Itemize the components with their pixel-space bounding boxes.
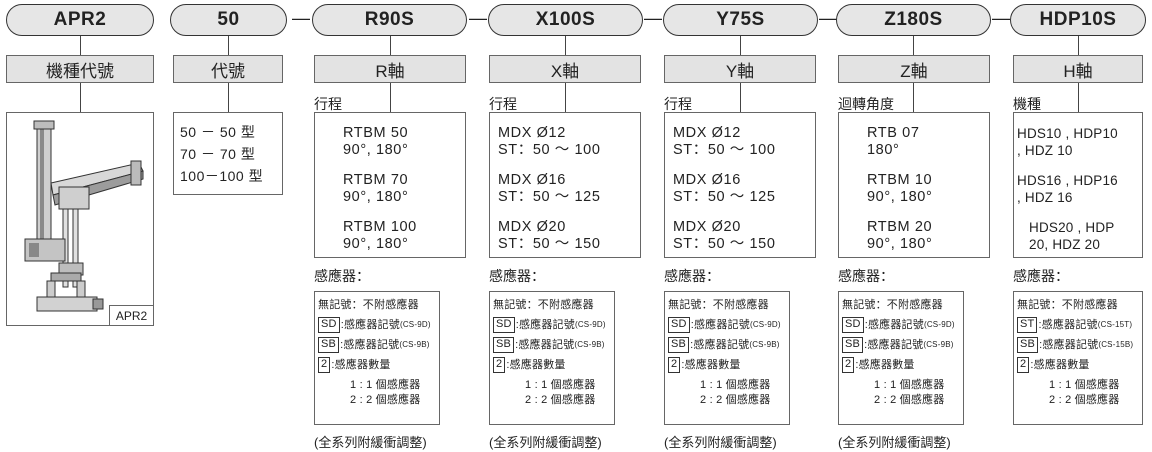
x-sensor-box: 無記號：不附感應器 SD:感應器記號(CS-9D) SB:感應器記號(CS-9B… bbox=[489, 291, 615, 425]
sensor-code-row: SB:感應器記號(CS-9B) bbox=[493, 337, 614, 353]
sensor-none-row: 無記號：不附感應器 bbox=[493, 299, 594, 311]
connector-line bbox=[740, 83, 741, 112]
sensor-none-row: 無記號：不附感應器 bbox=[668, 299, 769, 311]
y-footnote: (全系列附緩衝調整) bbox=[664, 435, 777, 450]
h-spec-box: HDS10 , HDP10, HDZ 10 HDS16 , HDP16, HDZ… bbox=[1013, 112, 1143, 258]
sensor-none-row: 無記號：不附感應器 bbox=[318, 299, 419, 311]
separator-dash: — bbox=[469, 8, 487, 28]
x-footnote: (全系列附緩衝調整) bbox=[489, 435, 602, 450]
size-option: 70 － 70 型 bbox=[180, 146, 256, 162]
sensor-code-row: SD:感應器記號(CS-9D) bbox=[668, 317, 789, 333]
connector-line bbox=[80, 83, 81, 112]
y-sensor-title: 感應器： bbox=[664, 268, 720, 284]
h-axis-label: H軸 bbox=[1013, 55, 1143, 83]
size-options-box: 50 － 50 型 70 － 70 型 100－100 型 bbox=[173, 112, 283, 195]
size-option: 100－100 型 bbox=[180, 168, 264, 184]
sensor-qty-row: 2:感應器數量 bbox=[668, 357, 789, 373]
size-option: 50 － 50 型 bbox=[180, 124, 256, 140]
sensor-code-row: SB:感應器記號(CS-9B) bbox=[668, 337, 789, 353]
x-sensor-title: 感應器： bbox=[489, 268, 545, 284]
connector-line bbox=[565, 83, 566, 112]
r-axis-code-pill: R90S bbox=[312, 4, 467, 36]
y-axis-code-pill: Y75S bbox=[663, 4, 818, 36]
r-sensor-title: 感應器： bbox=[314, 268, 370, 284]
model-image-box: APR2 bbox=[6, 112, 154, 326]
sensor-qty-2: 2 : 2 個感應器 bbox=[525, 393, 596, 406]
connector-line bbox=[1078, 36, 1079, 55]
sensor-qty-1: 1 : 1 個感應器 bbox=[874, 378, 945, 391]
sensor-code-row: ST:感應器記號(CS-15T) bbox=[1017, 317, 1142, 333]
sensor-code-row: SB:感應器記號(CS-15B) bbox=[1017, 337, 1142, 353]
sensor-none-row: 無記號：不附感應器 bbox=[1017, 299, 1118, 311]
sensor-code-row: SD:感應器記號(CS-9D) bbox=[493, 317, 614, 333]
connector-line bbox=[1078, 83, 1079, 112]
robot-arm-illustration bbox=[24, 120, 144, 312]
connector-line bbox=[80, 36, 81, 55]
separator-dash: — bbox=[644, 8, 662, 28]
r-sensor-box: 無記號：不附感應器 SD:感應器記號(CS-9D) SB:感應器記號(CS-9B… bbox=[314, 291, 440, 425]
connector-line bbox=[390, 83, 391, 112]
r-footnote: (全系列附緩衝調整) bbox=[314, 435, 427, 450]
sensor-qty-2: 2 : 2 個感應器 bbox=[874, 393, 945, 406]
r-axis-label: R軸 bbox=[314, 55, 466, 83]
z-sensor-box: 無記號：不附感應器 SD:感應器記號(CS-9D) SB:感應器記號(CS-9B… bbox=[838, 291, 964, 425]
connector-line bbox=[740, 36, 741, 55]
sensor-qty-2: 2 : 2 個感應器 bbox=[1049, 393, 1120, 406]
sensor-code-row: SB:感應器記號(CS-9B) bbox=[318, 337, 439, 353]
sensor-qty-1: 1 : 1 個感應器 bbox=[525, 378, 596, 391]
sensor-qty-1: 1 : 1 個感應器 bbox=[700, 378, 771, 391]
sensor-qty-1: 1 : 1 個感應器 bbox=[1049, 378, 1120, 391]
separator-dash: — bbox=[292, 8, 310, 28]
size-code-pill: 50 bbox=[170, 4, 287, 36]
connector-line bbox=[565, 36, 566, 55]
sensor-qty-2: 2 : 2 個感應器 bbox=[700, 393, 771, 406]
z-axis-code-pill: Z180S bbox=[836, 4, 991, 36]
sensor-none-row: 無記號：不附感應器 bbox=[842, 299, 943, 311]
model-code-pill: APR2 bbox=[6, 4, 154, 36]
z-footnote: (全系列附緩衝調整) bbox=[838, 435, 951, 450]
sensor-code-row: SB:感應器記號(CS-9B) bbox=[842, 337, 963, 353]
x-param-label: 行程 bbox=[489, 96, 517, 112]
x-axis-label: X軸 bbox=[489, 55, 641, 83]
model-label: 機種代號 bbox=[6, 55, 154, 83]
connector-line bbox=[913, 83, 914, 112]
z-param-label: 迴轉角度 bbox=[838, 96, 894, 112]
separator-dash: — bbox=[992, 8, 1010, 28]
sensor-qty-row: 2:感應器數量 bbox=[493, 357, 614, 373]
connector-line bbox=[913, 36, 914, 55]
x-axis-code-pill: X100S bbox=[488, 4, 643, 36]
sensor-code-row: SD:感應器記號(CS-9D) bbox=[842, 317, 963, 333]
size-label: 代號 bbox=[173, 55, 283, 83]
connector-line bbox=[228, 36, 229, 55]
sensor-qty-1: 1 : 1 個感應器 bbox=[350, 378, 421, 391]
r-param-label: 行程 bbox=[314, 96, 342, 112]
sensor-qty-2: 2 : 2 個感應器 bbox=[350, 393, 421, 406]
y-param-label: 行程 bbox=[664, 96, 692, 112]
sensor-code-row: SD:感應器記號(CS-9D) bbox=[318, 317, 439, 333]
z-axis-label: Z軸 bbox=[838, 55, 990, 83]
h-sensor-box: 無記號：不附感應器 ST:感應器記號(CS-15T) SB:感應器記號(CS-1… bbox=[1013, 291, 1143, 425]
h-sensor-title: 感應器： bbox=[1013, 268, 1069, 284]
separator-dash: — bbox=[819, 8, 837, 28]
connector-line bbox=[390, 36, 391, 55]
y-axis-label: Y軸 bbox=[664, 55, 816, 83]
sensor-qty-row: 2:感應器數量 bbox=[318, 357, 439, 373]
h-axis-code-pill: HDP10S bbox=[1010, 4, 1146, 36]
h-param-label: 機種 bbox=[1013, 96, 1041, 112]
model-caption: APR2 bbox=[109, 305, 153, 325]
y-sensor-box: 無記號：不附感應器 SD:感應器記號(CS-9D) SB:感應器記號(CS-9B… bbox=[664, 291, 790, 425]
connector-line bbox=[228, 83, 229, 112]
sensor-qty-row: 2:感應器數量 bbox=[842, 357, 963, 373]
sensor-qty-row: 2:感應器數量 bbox=[1017, 357, 1142, 373]
z-sensor-title: 感應器： bbox=[838, 268, 894, 284]
